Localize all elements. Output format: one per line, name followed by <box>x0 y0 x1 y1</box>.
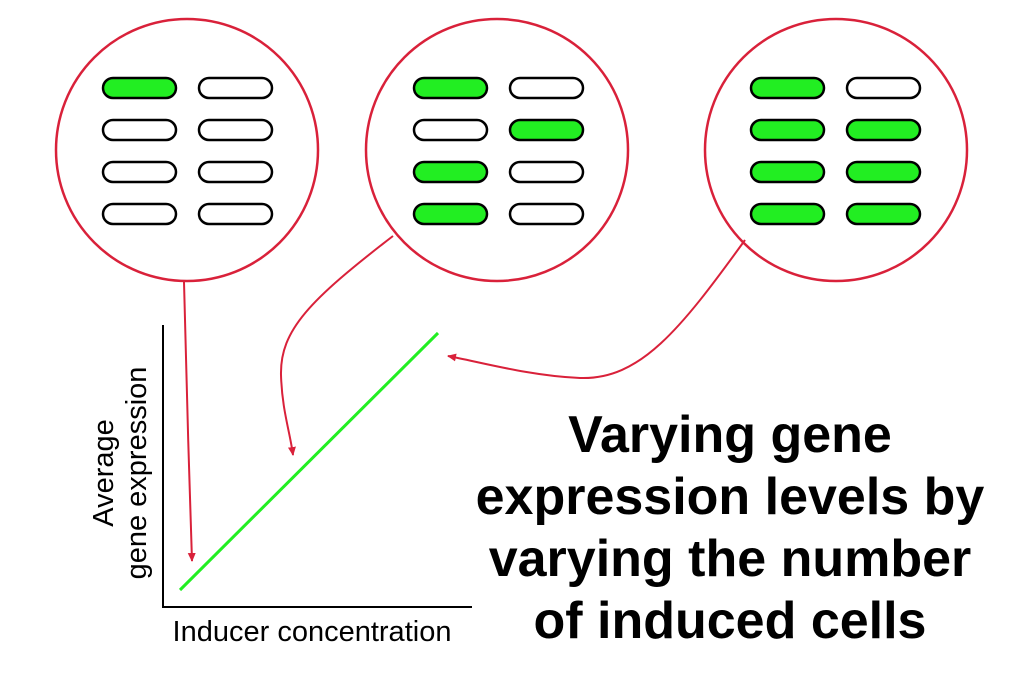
uninduced-cell <box>412 118 489 142</box>
arrow-mid-panel <box>279 235 394 456</box>
uninduced-cell <box>101 160 178 184</box>
uninduced-cell <box>197 160 274 184</box>
panel-low-circle <box>54 17 320 283</box>
induced-cell <box>749 76 826 100</box>
expression-line <box>178 331 440 592</box>
uninduced-cell <box>101 202 178 226</box>
uninduced-cell <box>508 76 585 100</box>
x-axis-label: Inducer concentration <box>173 616 452 648</box>
cell-grid <box>101 76 922 226</box>
uninduced-cell <box>101 118 178 142</box>
caption-line: of induced cells <box>533 592 927 650</box>
arrow-low-panel <box>183 281 196 562</box>
caption-line: expression levels by <box>475 468 985 526</box>
uninduced-cell <box>197 202 274 226</box>
induced-cell <box>845 118 922 142</box>
uninduced-cell <box>845 76 922 100</box>
induced-cell <box>749 118 826 142</box>
induced-cell <box>412 202 489 226</box>
induced-cell <box>412 76 489 100</box>
y-axis-label-line1: Average <box>88 419 120 527</box>
uninduced-cell <box>197 118 274 142</box>
panel-mid-circle <box>364 17 630 283</box>
cell-population-panels <box>54 17 969 283</box>
induced-cell <box>508 118 585 142</box>
uninduced-cell <box>508 202 585 226</box>
caption-line: Varying gene <box>568 406 892 464</box>
induced-cell <box>845 160 922 184</box>
expression-graph: Average gene expression Inducer concentr… <box>88 325 472 648</box>
induced-cell <box>412 160 489 184</box>
panel-high-circle <box>703 17 969 283</box>
induced-cell <box>845 202 922 226</box>
y-axis-label-line2: gene expression <box>121 367 153 580</box>
uninduced-cell <box>197 76 274 100</box>
induced-cell <box>749 202 826 226</box>
arrow-high-panel <box>447 239 746 380</box>
induced-cell <box>101 76 178 100</box>
caption: Varying gene expression levels by varyin… <box>440 404 1020 652</box>
induced-cell <box>749 160 826 184</box>
arrows <box>183 235 746 562</box>
caption-line: varying the number <box>488 530 972 588</box>
uninduced-cell <box>508 160 585 184</box>
